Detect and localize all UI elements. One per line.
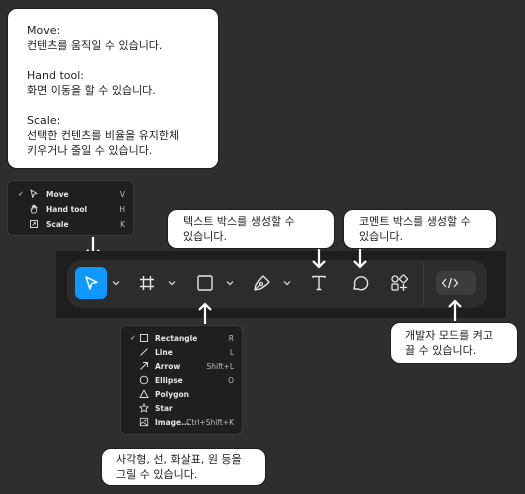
- rectangle-icon: [197, 275, 213, 291]
- move-tool-button[interactable]: [75, 267, 107, 299]
- code-icon: [441, 277, 459, 289]
- menu-item-label: Polygon: [155, 389, 189, 399]
- menu-item-label: Image...: [155, 417, 190, 427]
- frame-icon: [140, 276, 154, 290]
- star-icon: [139, 403, 149, 413]
- menu-item-label: Scale: [46, 219, 69, 229]
- scale-description-line2: 키우거나 줄일 수 있습니다.: [27, 144, 153, 157]
- hand-tool-description: 화면 이동을 할 수 있습니다.: [27, 84, 156, 97]
- arrow-icon: [140, 362, 148, 370]
- text-tool-callout: 텍스트 박스를 생성할 수 있습니다.: [167, 209, 335, 249]
- comment-tool-callout: 코멘트 박스를 생성할 수 있습니다.: [343, 209, 497, 249]
- menu-item-label: Hand tool: [46, 204, 88, 214]
- menu-item-shortcut: K: [120, 219, 125, 229]
- move-title: Move:: [27, 24, 61, 37]
- dev-mode-toggle[interactable]: [436, 271, 476, 295]
- text-callout-line2: 있습니다.: [183, 230, 227, 243]
- cursor-icon: [30, 189, 38, 198]
- menu-item-label: Star: [155, 403, 173, 413]
- image-icon: [139, 417, 149, 427]
- shape-tool-button[interactable]: [193, 271, 217, 295]
- shapes-callout-line1: 사각형, 선, 화살표, 원 등을: [116, 453, 242, 466]
- check-icon: ✓: [130, 334, 136, 342]
- frame-tool-button[interactable]: [135, 271, 159, 295]
- comment-callout-line1: 코멘트 박스를 생성할 수: [359, 215, 471, 228]
- cursor-icon: [85, 276, 98, 290]
- dev-mode-callout: 개발자 모드를 켜고 끌 수 있습니다.: [390, 322, 518, 364]
- chevron-down-icon[interactable]: [283, 280, 291, 286]
- hand-icon: [30, 204, 38, 214]
- move-tool-menu: ✓ Move V Hand tool H Scale K: [7, 180, 134, 236]
- pen-tool-button[interactable]: [250, 271, 274, 295]
- text-tool-button[interactable]: [307, 271, 331, 295]
- move-tools-callout: Move: 컨텐츠를 움직일 수 있습니다. Hand tool: 화면 이동을…: [7, 8, 219, 169]
- menu-item-ellipse[interactable]: Ellipse O: [121, 373, 242, 387]
- menu-item-hand-tool[interactable]: Hand tool H: [8, 202, 133, 216]
- check-icon: ✓: [18, 190, 24, 198]
- menu-item-label: Rectangle: [155, 333, 198, 343]
- menu-item-rectangle[interactable]: ✓ Rectangle R: [121, 331, 242, 345]
- menu-item-shortcut: O: [228, 375, 234, 385]
- pen-icon: [254, 275, 270, 291]
- menu-item-star[interactable]: Star: [121, 401, 242, 415]
- toolbar: [67, 260, 487, 308]
- hand-tool-title: Hand tool:: [27, 69, 84, 82]
- scale-title: Scale:: [27, 114, 61, 127]
- pointer-arrow-comment: [353, 249, 367, 269]
- shape-tool-menu: ✓ Rectangle R Line L Arrow Shift+L Ellip…: [120, 325, 243, 435]
- comment-tool-button[interactable]: [348, 271, 372, 295]
- ellipse-icon: [139, 375, 149, 385]
- menu-item-shortcut: Shift+L: [206, 361, 234, 371]
- menu-item-label: Ellipse: [155, 375, 183, 385]
- pointer-arrow-shape: [198, 302, 212, 324]
- menu-item-shortcut: R: [228, 333, 234, 343]
- move-description: 컨텐츠를 움직일 수 있습니다.: [27, 39, 163, 52]
- text-icon: [312, 275, 326, 291]
- line-icon: [140, 348, 148, 356]
- menu-item-scale[interactable]: Scale K: [8, 217, 133, 231]
- comment-callout-line2: 있습니다.: [359, 230, 403, 243]
- menu-item-move[interactable]: ✓ Move V: [8, 187, 133, 201]
- shapes-callout-line2: 그릴 수 있습니다.: [116, 468, 198, 481]
- menu-item-arrow[interactable]: Arrow Shift+L: [121, 359, 242, 373]
- comment-icon: [353, 276, 369, 291]
- toolbar-divider: [423, 262, 424, 306]
- menu-item-shortcut: Ctrl+Shift+K: [186, 417, 234, 427]
- menu-item-label: Move: [46, 189, 69, 199]
- polygon-icon: [139, 389, 149, 398]
- actions-icon: [391, 274, 408, 291]
- menu-item-shortcut: L: [229, 347, 234, 357]
- actions-tool-button[interactable]: [387, 271, 411, 295]
- chevron-down-icon[interactable]: [168, 280, 176, 286]
- chevron-down-icon[interactable]: [226, 280, 234, 286]
- text-callout-line1: 텍스트 박스를 생성할 수: [183, 215, 295, 228]
- scale-icon: [30, 220, 38, 228]
- shapes-callout: 사각형, 선, 화살표, 원 등을 그릴 수 있습니다.: [101, 448, 266, 486]
- menu-item-shortcut: V: [119, 189, 125, 199]
- dev-callout-line1: 개발자 모드를 켜고: [405, 329, 493, 342]
- chevron-down-icon[interactable]: [112, 280, 120, 286]
- menu-item-label: Line: [155, 347, 173, 357]
- scale-description-line1: 선택한 컨텐츠를 비율을 유지한체: [27, 129, 180, 142]
- menu-item-polygon[interactable]: Polygon: [121, 387, 242, 401]
- pointer-arrow-text: [312, 249, 326, 269]
- menu-item-image[interactable]: Image... Ctrl+Shift+K: [121, 415, 242, 429]
- pointer-arrow-dev-mode: [448, 299, 462, 321]
- menu-item-shortcut: H: [119, 204, 125, 214]
- menu-item-line[interactable]: Line L: [121, 345, 242, 359]
- menu-item-label: Arrow: [155, 361, 181, 371]
- dev-callout-line2: 끌 수 있습니다.: [405, 344, 477, 357]
- rectangle-icon: [140, 334, 148, 342]
